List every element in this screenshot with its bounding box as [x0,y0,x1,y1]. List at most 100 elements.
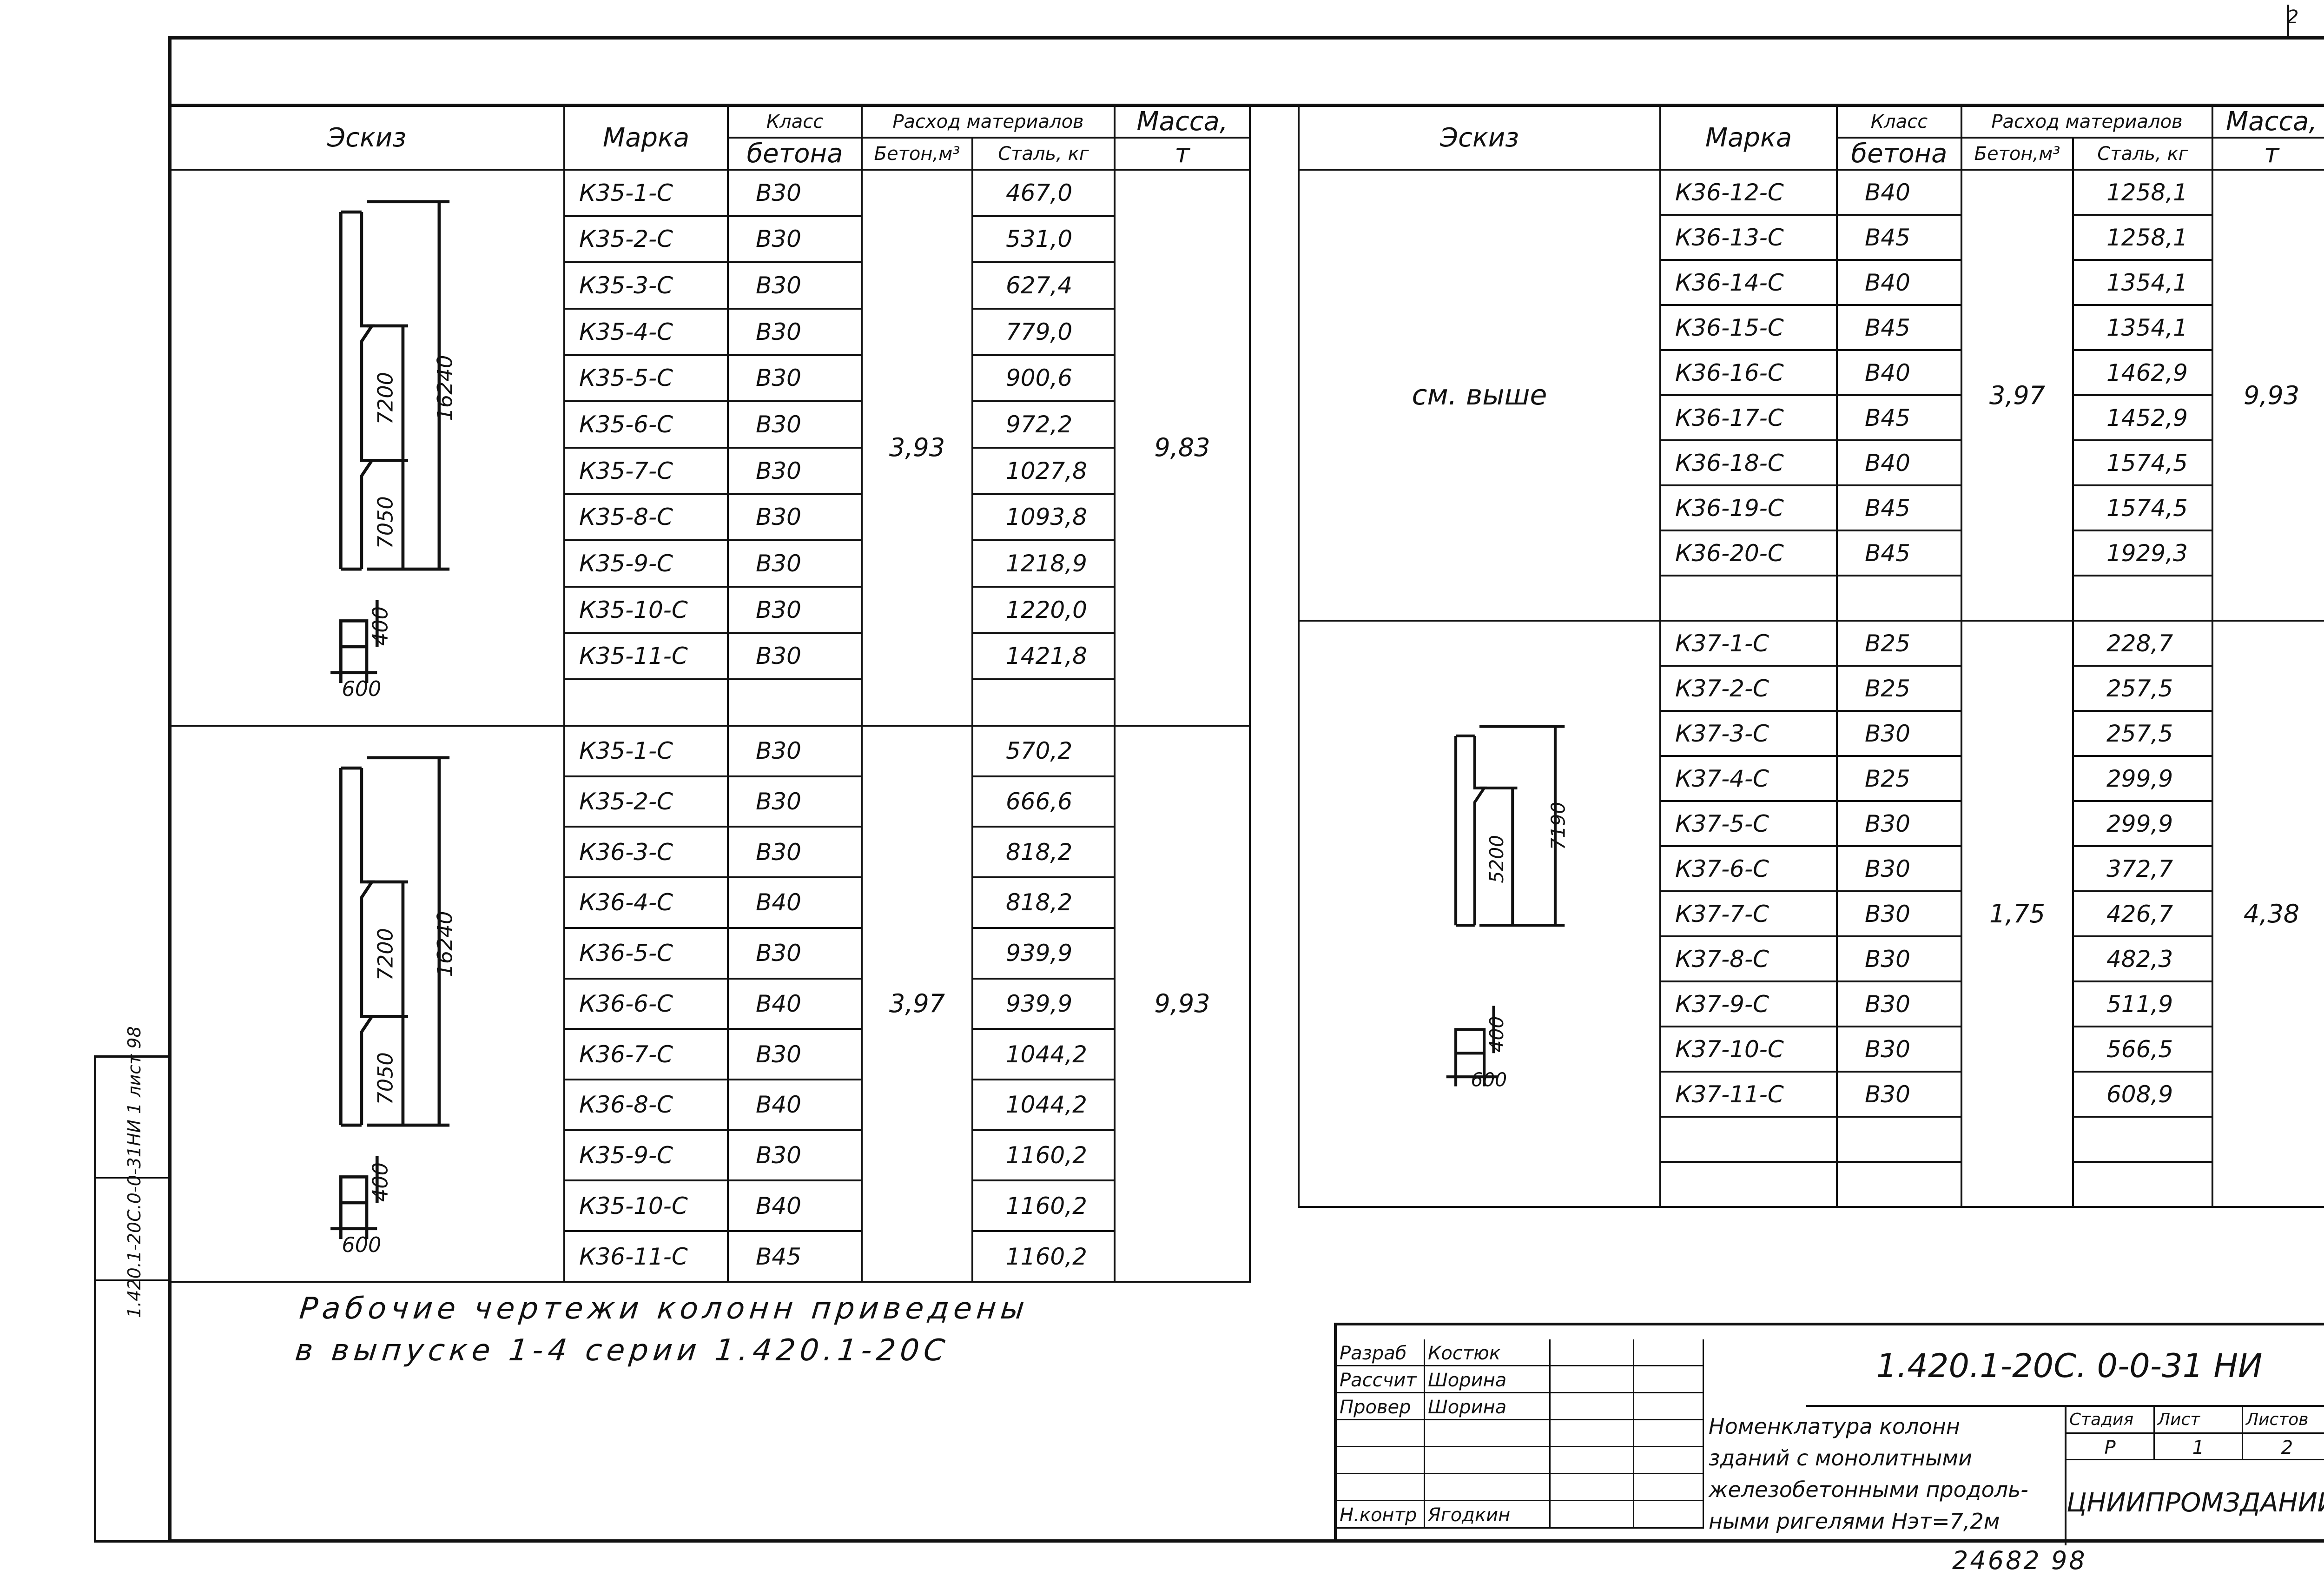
stamp-role [1337,1447,1425,1474]
stamp-signature [1551,1393,1634,1420]
stamp-date [1634,1393,1704,1420]
class-cell: В45 [1836,484,1962,531]
stamp-role: Н.контр [1337,1501,1425,1529]
header-consumption: Расход материалов [861,105,1116,139]
header-mass-top: Масса, [1114,105,1251,139]
stage-value: Р [2067,1434,2155,1460]
stamp-name: Шорина [1425,1393,1551,1420]
stamp-name: Ягодкин [1425,1501,1551,1529]
stage-label: Стадия [2067,1407,2155,1434]
mark-cell: К35-5-С [563,354,729,403]
steel-cell: 1354,1 [2072,259,2213,306]
class-cell [727,678,863,727]
header-consumption: Расход материалов [1961,105,2213,139]
stamp-name [1425,1447,1551,1474]
mark-cell: К37-3-С [1659,710,1838,757]
dim-inner: 5200 [1486,835,1508,883]
dim-width: 600 [342,677,381,701]
steel-cell: 299,9 [2072,800,2213,847]
sheet-value: 1 [2155,1434,2243,1460]
mark-cell: К35-2-С [563,215,729,264]
class-cell: В30 [727,826,863,879]
steel-cell: 1044,2 [971,1078,1116,1131]
mark-cell: К36-18-С [1659,439,1838,486]
steel-cell: 939,9 [971,927,1116,980]
class-cell: В30 [727,927,863,980]
class-cell: В40 [1836,169,1962,216]
table-row [1299,1161,2324,1208]
drawing-note: Рабочие чертежи колонн приведены в выпус… [293,1288,1031,1371]
class-cell: В40 [1836,439,1962,486]
class-cell: В30 [1836,935,1962,982]
mark-cell: К37-9-С [1659,980,1838,1027]
mark-cell: К37-7-С [1659,890,1838,937]
class-cell: В30 [1836,800,1962,847]
class-cell [1836,1116,1962,1163]
class-cell: В30 [1836,890,1962,937]
mark-cell [1659,1161,1838,1208]
steel-cell: 1258,1 [2072,214,2213,261]
steel-cell: 1421,8 [971,632,1116,681]
header-class-top: Класс [727,105,863,139]
steel-cell: 257,5 [2072,710,2213,757]
stamp-name [1425,1474,1551,1501]
class-cell: В30 [1836,845,1962,892]
mark-cell: К35-11-С [563,632,729,681]
concrete-cell: 3,97 [1961,169,2074,622]
header-class-bottom: бетона [1836,137,1962,171]
stamp-name: Шорина [1425,1366,1551,1393]
mark-cell: К37-6-С [1659,845,1838,892]
header-steel: Сталь, кг [2072,137,2213,171]
title-line: ными ригелями Нэт=7,2м [1709,1509,2000,1534]
stamp-name [1425,1420,1551,1447]
stamp-signature [1551,1420,1634,1447]
steel-cell: 939,9 [971,977,1116,1030]
steel-cell: 1452,9 [2072,394,2213,441]
class-cell: В30 [727,307,863,356]
title-line: зданий с монолитными [1709,1445,1973,1471]
mark-cell: К37-11-С [1659,1071,1838,1118]
stamp-signature [1551,1501,1634,1529]
strip-cell [96,1179,168,1281]
class-cell: В40 [1836,349,1962,396]
header-concrete: Бетон,м³ [1961,137,2074,171]
steel-cell: 1574,5 [2072,439,2213,486]
mark-cell: К35-9-С [563,1129,729,1182]
mark-cell: К37-8-С [1659,935,1838,982]
stamp-signature [1551,1447,1634,1474]
mass-cell: 9,83 [1114,169,1251,727]
mark-cell: К37-5-С [1659,800,1838,847]
stamp-signature [1551,1339,1634,1366]
dim-width: 600 [1471,1068,1507,1091]
left-nomenclature-table: Эскиз Марка Класс Расход материалов Масс… [168,105,1251,1283]
mark-cell: К36-8-С [563,1078,729,1131]
dim-upper: 7200 [374,928,398,980]
steel-cell: 900,6 [971,354,1116,403]
mass-cell: 9,93 [1114,724,1251,1283]
strip-text: 1.420.1-20С.0-0-31НИ 1 лист 98 [124,1026,145,1318]
steel-cell: 1258,1 [2072,169,2213,216]
stamp-role [1337,1474,1425,1501]
class-cell: В30 [727,493,863,542]
corner-bar [2287,5,2289,37]
steel-cell: 511,9 [2072,980,2213,1027]
class-cell: В30 [727,724,863,777]
steel-cell: 1027,8 [971,446,1116,495]
mark-cell: К35-8-С [563,493,729,542]
header-mass-bottom: т [1114,137,1251,171]
stamp-role [1337,1420,1425,1447]
